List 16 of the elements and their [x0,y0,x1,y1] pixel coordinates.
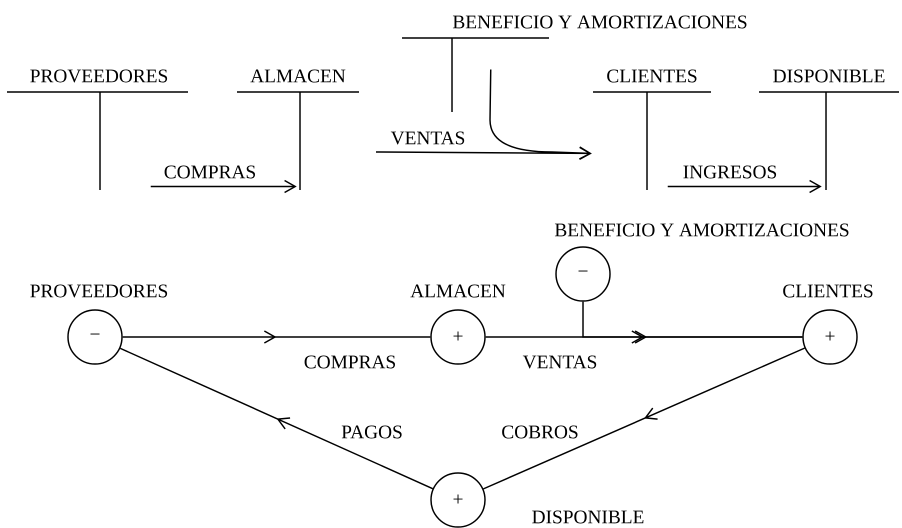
edge-label: COMPRAS [164,166,255,178]
node-label: PROVEEDORES [30,284,168,298]
edge-label: VENTAS [390,131,464,145]
edge-label: VENTAS [522,355,596,369]
node-label: DISPONIBLE [532,510,644,524]
arrow [376,146,592,160]
arrow [668,180,822,194]
edge-label: COBROS [502,426,578,438]
node-label: BENEFICIO Y AMORTIZACIONES [554,224,848,236]
edge-label: INGRESOS [683,166,776,178]
arrow [489,69,592,160]
node-label: CLIENTES [783,284,872,298]
arrow [150,180,297,194]
edge-label: PAGOS [342,426,402,438]
node-label: ALMACEN [410,284,506,298]
edge-label: COMPRAS [304,356,395,368]
